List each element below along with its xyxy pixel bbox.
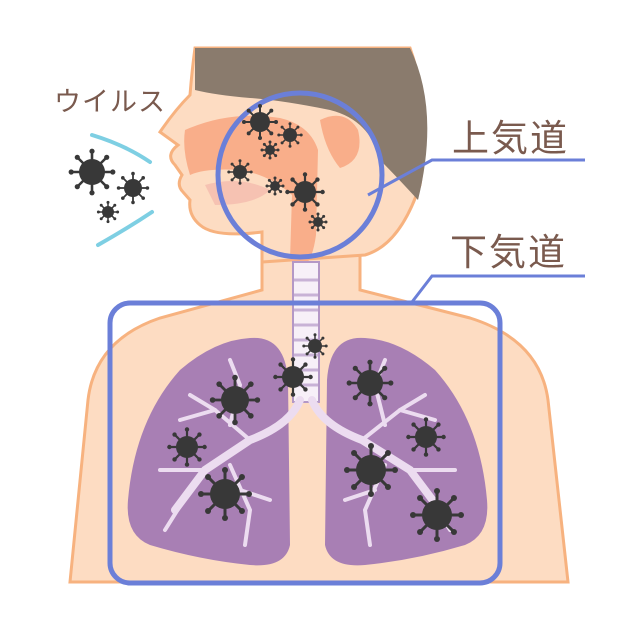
viruses <box>68 104 464 542</box>
ear <box>320 115 360 168</box>
virus-icon <box>285 172 325 212</box>
virus-icon <box>242 104 278 140</box>
virus-icon <box>198 467 252 521</box>
virus-icon <box>227 159 253 185</box>
lower-airway-highlight <box>107 300 503 586</box>
breath-line-lower <box>96 210 154 247</box>
lower-airway-label: 下気道 <box>450 231 567 274</box>
virus-icon <box>302 333 328 359</box>
breath-line-upper <box>90 133 152 164</box>
virus-icon <box>406 417 446 457</box>
upper-airway-label: 上気道 <box>452 117 569 160</box>
virus-icon <box>344 443 398 497</box>
upper-airway-pointer <box>367 158 585 197</box>
upper-airway-highlight <box>215 90 385 260</box>
trachea <box>292 261 320 403</box>
virus-label: ウイルス <box>54 87 166 118</box>
virus-icon <box>265 176 285 196</box>
nasal-cavity <box>184 115 318 268</box>
virus-icon <box>96 200 120 224</box>
virus-icon <box>273 357 313 397</box>
virus-icon <box>167 427 207 467</box>
virus-icon <box>346 359 394 407</box>
hair <box>195 48 428 200</box>
virus-icon <box>68 148 116 196</box>
virus-icon <box>410 488 464 542</box>
virus-icon <box>209 374 261 426</box>
virus-icon <box>277 122 303 148</box>
virus-icon <box>260 140 280 160</box>
virus-icon <box>116 171 150 205</box>
virus-icon <box>308 212 328 232</box>
lower-airway-pointer <box>410 274 585 303</box>
